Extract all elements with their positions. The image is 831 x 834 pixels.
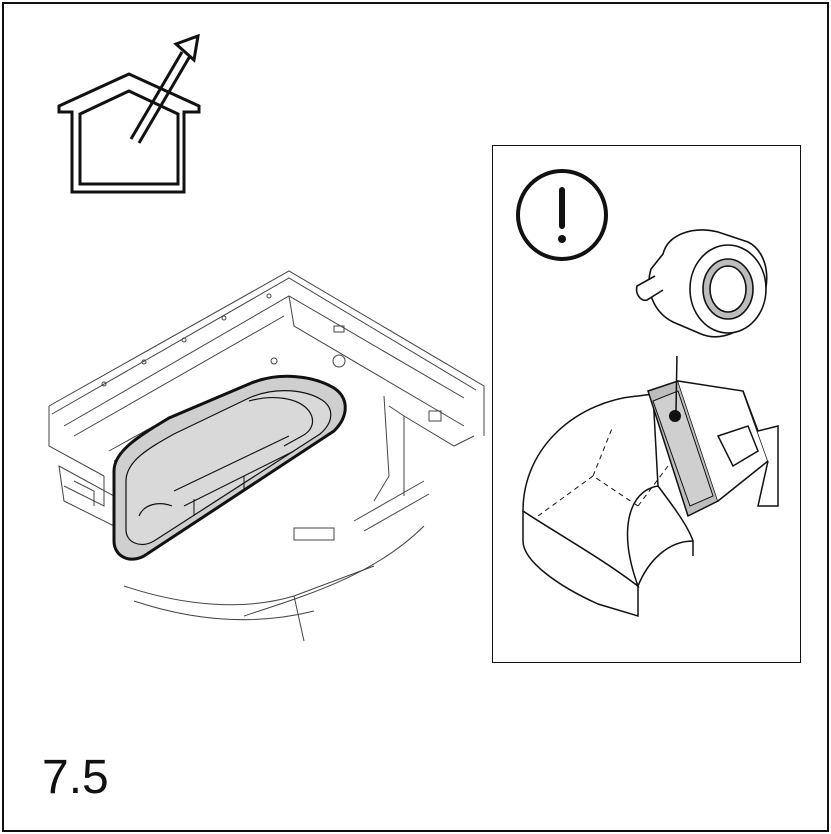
step-number: 7.5	[42, 751, 109, 804]
house-exhaust-icon	[57, 34, 201, 194]
detail-inset	[492, 145, 801, 663]
adhesive-tape-roll-icon	[635, 229, 768, 338]
ceiling-unit-duct-illustration	[48, 270, 485, 642]
exclamation-warning-icon	[516, 169, 608, 261]
taped-elbow-duct-illustration	[522, 356, 779, 618]
